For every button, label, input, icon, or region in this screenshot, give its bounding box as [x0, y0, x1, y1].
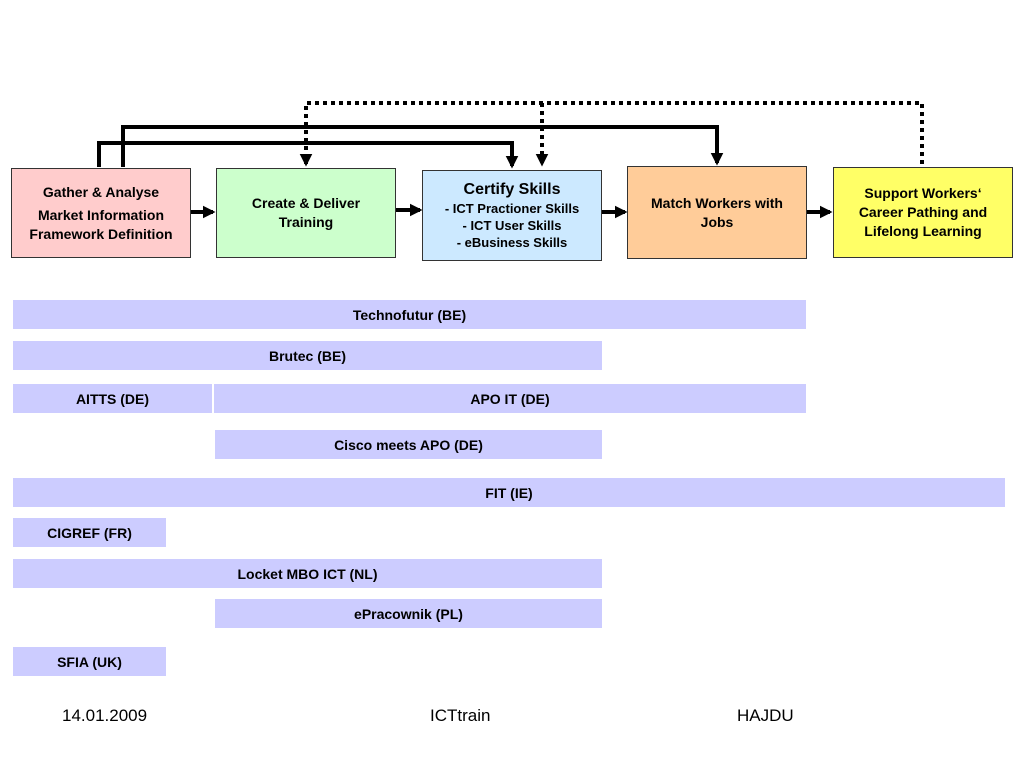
initiative-label: ePracownik (PL)	[354, 605, 463, 622]
step-gather-analyse: Gather & Analyse Market Information Fram…	[11, 168, 191, 258]
dotted-feedback-line	[299, 101, 924, 167]
step-certify-item3: - eBusiness Skills	[456, 235, 568, 250]
feedback-line-to-match	[121, 125, 724, 167]
step-gather-line3: Framework Definition	[29, 225, 173, 242]
step-certify-skills: Certify Skills - ICT Practioner Skills -…	[422, 170, 602, 261]
step-certify-title: Certify Skills	[463, 181, 561, 198]
step-create-line1: Create & Deliver	[251, 195, 361, 211]
step-certify-item1: - ICT Practioner Skills	[444, 201, 580, 216]
initiative-label: SFIA (UK)	[57, 653, 122, 670]
step-support-line2: Career Pathing and	[858, 204, 988, 220]
initiative-label: APO IT (DE)	[470, 390, 550, 407]
feedback-line-to-certify	[97, 141, 519, 169]
step-support-line3: Lifelong Learning	[864, 223, 982, 239]
step-create-deliver: Create & Deliver Training	[216, 168, 396, 258]
footer-date: 14.01.2009	[62, 706, 148, 725]
initiative-bar-locket-mbo: Locket MBO ICT (NL)	[13, 559, 602, 588]
initiative-label: Brutec (BE)	[268, 347, 346, 364]
initiative-bar-fit: FIT (IE)	[13, 478, 1005, 507]
initiative-bar-epracownik: ePracownik (PL)	[215, 599, 602, 628]
footer-project: ICTtrain	[430, 706, 491, 725]
initiative-bar-sfia: SFIA (UK)	[13, 647, 166, 676]
step-match-line1: Match Workers with	[651, 194, 783, 211]
step-gather-line1: Gather & Analyse	[42, 183, 160, 200]
initiative-label: Locket MBO ICT (NL)	[237, 565, 378, 582]
initiative-label: AITTS (DE)	[75, 390, 150, 407]
step-support-line1: Support Workers‘	[864, 185, 982, 201]
initiative-label: Cisco meets APO (DE)	[334, 436, 483, 453]
initiative-label: CIGREF (FR)	[47, 524, 132, 541]
initiative-label: Technofutur (BE)	[352, 306, 467, 323]
step-support-workers: Support Workers‘ Career Pathing and Life…	[833, 167, 1013, 258]
initiative-label: FIT (IE)	[485, 484, 533, 501]
initiative-bar-apo-it: APO IT (DE)	[214, 384, 806, 413]
step-certify-item2: - ICT User Skills	[462, 218, 562, 233]
initiative-bar-aitts: AITTS (DE)	[13, 384, 212, 413]
initiative-bar-brutec: Brutec (BE)	[13, 341, 602, 370]
step-match-workers: Match Workers with Jobs	[627, 166, 807, 259]
initiative-bar-cisco-apo: Cisco meets APO (DE)	[215, 430, 602, 459]
step-create-line2: Training	[278, 214, 334, 230]
initiative-bar-technofutur: Technofutur (BE)	[13, 300, 806, 329]
step-match-line2: Jobs	[700, 213, 734, 230]
footer-author: HAJDU	[737, 706, 794, 725]
step-gather-line2: Market Information	[37, 206, 164, 223]
initiative-bar-cigref: CIGREF (FR)	[13, 518, 166, 547]
